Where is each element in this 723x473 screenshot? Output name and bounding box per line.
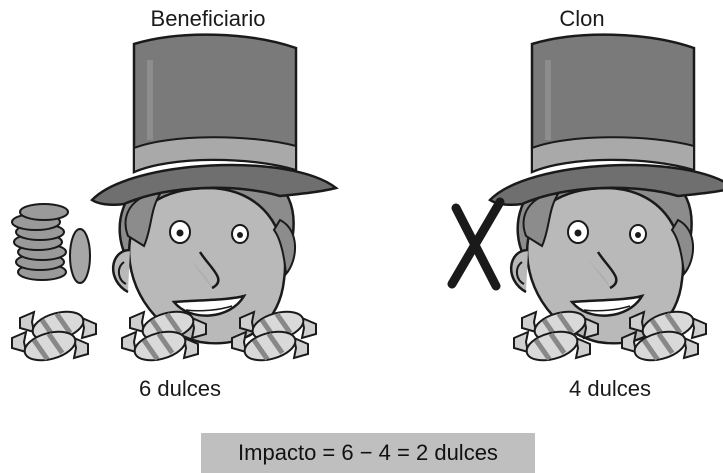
candies-beneficiary — [12, 307, 316, 366]
coin-stack — [11, 203, 91, 284]
beneficiary-title: Beneficiario — [150, 6, 266, 31]
beneficiary-candy-count: 6 dulces — [139, 376, 221, 401]
clone-face — [490, 35, 723, 344]
impact-formula: Impacto = 6 − 4 = 2 dulces — [201, 433, 535, 473]
beneficiary-face — [92, 35, 336, 344]
cross-icon — [447, 197, 505, 291]
clone-candy-count: 4 dulces — [569, 376, 651, 401]
clone-title: Clon — [559, 6, 605, 31]
